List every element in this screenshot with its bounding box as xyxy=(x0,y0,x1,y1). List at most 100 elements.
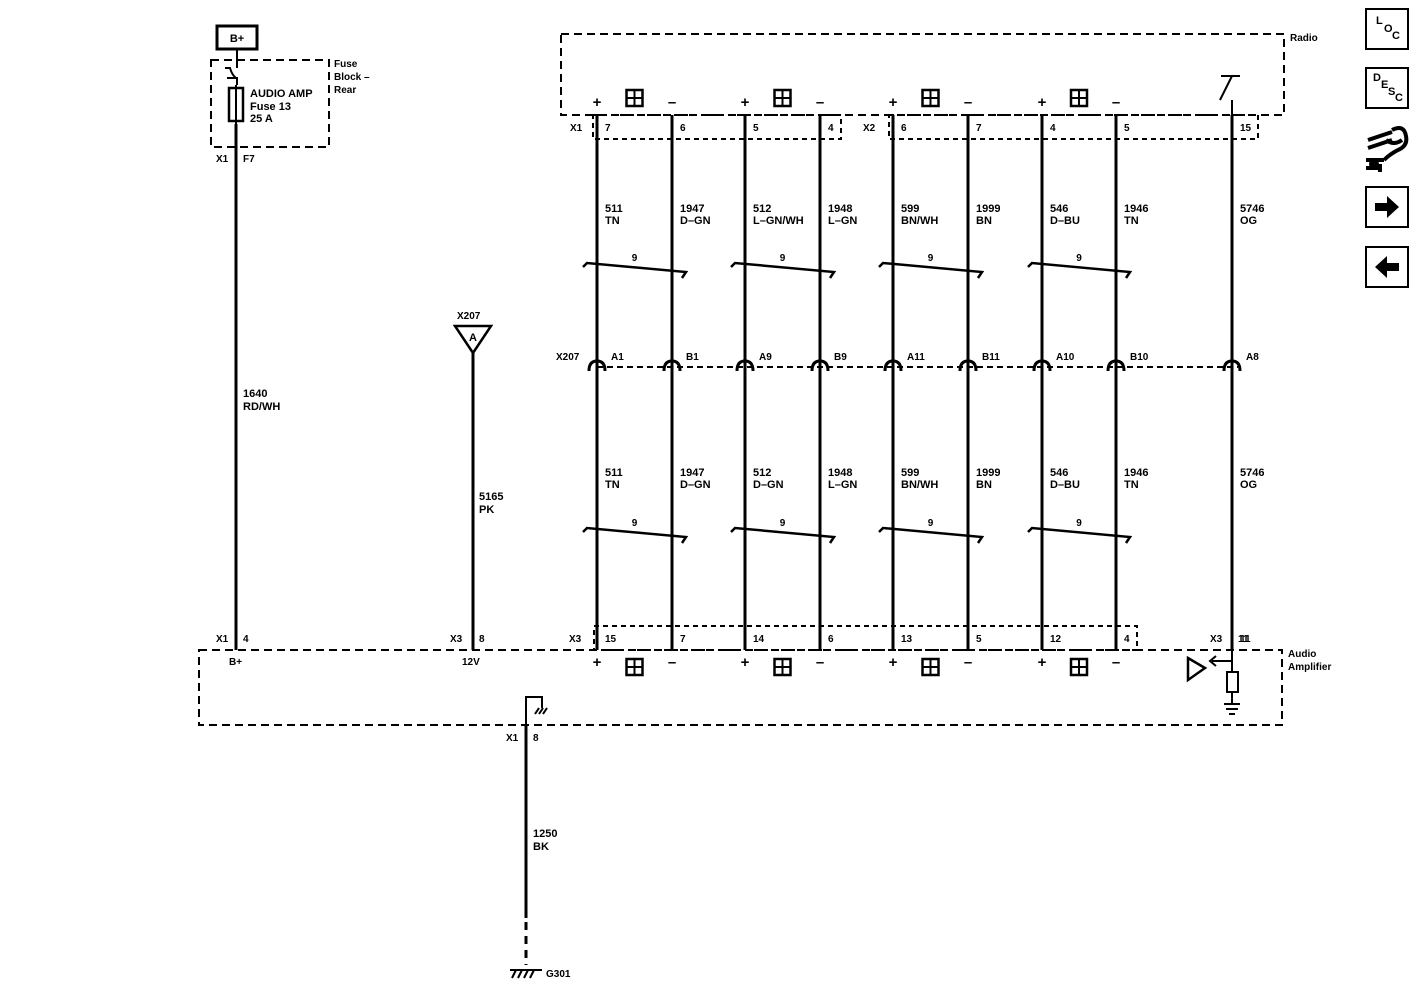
desc-s: S xyxy=(1388,86,1396,98)
connector-view-button[interactable] xyxy=(1362,120,1414,178)
wire-circuit-top: 1999 xyxy=(976,203,1000,215)
resistor-icon xyxy=(1226,671,1239,693)
chassis-ground-icon xyxy=(525,696,548,725)
wire-circuit-bottom: 5746 xyxy=(1240,467,1264,479)
connector-terminal-icon xyxy=(1032,359,1052,372)
twisted-pair-icon xyxy=(878,261,985,279)
wire-circuit-bottom: 1948 xyxy=(828,467,852,479)
loc-o: O xyxy=(1384,23,1393,35)
radio-pin: 5 xyxy=(1124,123,1130,134)
amp-name-1: Audio xyxy=(1288,649,1316,660)
speaker-wires: 7511TN511TNA115++61947D–GN1947D–GNB17––5… xyxy=(582,88,1264,677)
twisted-pair-icon xyxy=(1027,526,1133,544)
twist-count: 9 xyxy=(780,253,786,264)
x207-pin: B1 xyxy=(686,352,699,363)
radio-pin: 4 xyxy=(1050,123,1056,134)
wire-circuit-top: 599 xyxy=(901,203,919,215)
radio-polarity: + xyxy=(889,94,898,111)
twist-count: 9 xyxy=(928,253,934,264)
speaker-channel-icon xyxy=(773,88,792,108)
radio-pin: 6 xyxy=(680,123,686,134)
amp-pin-bplus: 4 xyxy=(243,634,249,645)
fuse-block: Fuse Block – Rear AUDIO AMP Fuse 13 25 A… xyxy=(210,49,370,165)
speaker-channel-icon xyxy=(921,657,940,677)
x207-splice-letter: A xyxy=(469,332,477,344)
wire-circuit-top: 1947 xyxy=(680,203,704,215)
fuse-name: AUDIO AMP xyxy=(250,88,313,100)
bplus-source: B+ xyxy=(215,24,259,51)
location-button[interactable]: L O C xyxy=(1365,8,1409,50)
ground-connector: X1 xyxy=(506,733,519,744)
radio-pin: 7 xyxy=(976,123,982,134)
wire-circuit-top: 1946 xyxy=(1124,203,1148,215)
amp-polarity: – xyxy=(964,654,972,671)
twisted-pair-icon xyxy=(878,526,985,544)
wire-circuit-bottom: 599 xyxy=(901,467,919,479)
ground-circuit: X1 8 1250 BK G301 xyxy=(506,696,571,980)
twist-count: 9 xyxy=(632,518,638,529)
twisted-pair-icon xyxy=(1027,261,1133,279)
ground-g301-icon xyxy=(510,969,542,979)
wire-circuit-bottom: 546 xyxy=(1050,467,1068,479)
connector-terminal-icon xyxy=(958,359,978,372)
wire-circuit-bottom: 1946 xyxy=(1124,467,1148,479)
amp-polarity: + xyxy=(1038,654,1047,671)
power-wire-circuit: 1640 xyxy=(243,388,267,400)
amp-pin: 11 xyxy=(1240,634,1251,645)
amp-pin: 12 xyxy=(1050,634,1062,645)
amp-name-2: Amplifier xyxy=(1288,662,1331,673)
connector-terminal-icon xyxy=(662,359,682,372)
desc-d: D xyxy=(1373,72,1381,84)
ground-wire-color: BK xyxy=(533,841,549,853)
bplus-label: B+ xyxy=(230,33,244,45)
wire-color-bottom: D–BU xyxy=(1050,479,1080,491)
amp-polarity: + xyxy=(593,654,602,671)
wire-color-bottom: D–GN xyxy=(753,479,784,491)
next-page-button[interactable] xyxy=(1365,186,1409,228)
radio-polarity: + xyxy=(593,94,602,111)
amp-12v-label: 12V xyxy=(462,657,480,668)
radio-pin: 5 xyxy=(753,123,759,134)
wire-color-bottom: D–GN xyxy=(680,479,711,491)
x207-pin: A1 xyxy=(611,352,624,363)
speaker-channel-icon xyxy=(1069,657,1089,677)
radio-pin: 6 xyxy=(901,123,907,134)
radio-x1-label: X1 xyxy=(570,123,583,134)
twisted-pair-icon xyxy=(730,261,837,279)
fuse-number: Fuse 13 xyxy=(250,101,291,113)
amp-pin: 4 xyxy=(1124,634,1130,645)
wire-circuit-top: 5746 xyxy=(1240,203,1264,215)
wire-color-bottom: OG xyxy=(1240,479,1257,491)
remote-switch-icon xyxy=(1219,75,1240,115)
amp-polarity: – xyxy=(668,654,676,671)
speaker-channel-icon xyxy=(625,88,644,108)
wire-color-bottom: L–GN xyxy=(828,479,857,491)
enable-wire-color: PK xyxy=(479,504,494,516)
wire-color-top: BN xyxy=(976,215,992,227)
amp-bplus-label: B+ xyxy=(229,657,242,668)
connector-terminal-icon xyxy=(810,359,830,372)
description-button[interactable]: D E S C xyxy=(1365,67,1409,109)
radio-connector-x2 xyxy=(888,114,1259,140)
radio-pin: 4 xyxy=(828,123,834,134)
wire-color-top: OG xyxy=(1240,215,1257,227)
x207-pin: A11 xyxy=(907,352,925,363)
amp-pin: 15 xyxy=(605,634,617,645)
radio-name: Radio xyxy=(1290,33,1318,44)
twist-count: 9 xyxy=(928,518,934,529)
x207-pin: A9 xyxy=(759,352,772,363)
amp-remote-pin: 11 xyxy=(1238,634,1249,645)
wire-color-top: L–GN xyxy=(828,215,857,227)
x207-inline-name: X207 xyxy=(556,352,580,363)
amp-pin-12v: 8 xyxy=(479,634,485,645)
radio-connector-x1 xyxy=(592,114,842,140)
connector-terminal-icon xyxy=(735,359,755,372)
speaker-channel-icon xyxy=(1069,88,1089,108)
wire-circuit-top: 511 xyxy=(605,203,623,215)
x207-pin: A8 xyxy=(1246,352,1259,363)
twist-count: 9 xyxy=(1076,253,1082,264)
previous-page-button[interactable] xyxy=(1365,246,1409,288)
radio-polarity: + xyxy=(741,94,750,111)
wire-circuit-bottom: 512 xyxy=(753,467,771,479)
